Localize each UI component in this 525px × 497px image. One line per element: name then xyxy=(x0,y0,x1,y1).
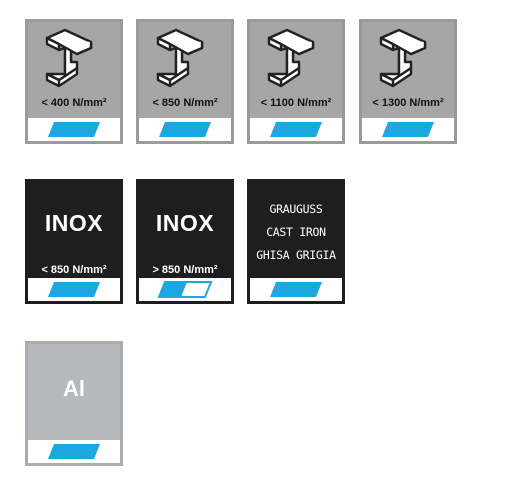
cast-iron-labels: GRAUGUSS CAST IRON GHISA GRIGIA xyxy=(250,198,342,267)
strength-label: < 850 N/mm² xyxy=(152,97,218,109)
selection-strip xyxy=(28,440,120,463)
i-beam-icon xyxy=(45,28,93,88)
half-filled-parallelogram-marker xyxy=(157,281,213,298)
material-tile-steel-1300[interactable]: < 1300 N/mm² xyxy=(359,19,457,144)
selection-strip xyxy=(250,278,342,301)
material-tile-steel-1100[interactable]: < 1100 N/mm² xyxy=(247,19,345,144)
material-tile-steel-850[interactable]: < 850 N/mm² xyxy=(136,19,234,144)
strength-label: < 850 N/mm² xyxy=(41,264,107,276)
parallelogram-marker xyxy=(382,122,434,137)
strength-label: < 1300 N/mm² xyxy=(372,97,444,109)
cast-iron-label-en: CAST IRON xyxy=(266,225,326,239)
selection-strip xyxy=(139,118,231,141)
strength-label: < 400 N/mm² xyxy=(41,97,107,109)
selection-strip xyxy=(250,118,342,141)
cast-iron-label-it: GHISA GRIGIA xyxy=(256,248,336,262)
strength-label: > 850 N/mm² xyxy=(152,264,218,276)
parallelogram-marker xyxy=(48,122,100,137)
selection-strip xyxy=(28,278,120,301)
material-tile-inox-below-850[interactable]: INOX < 850 N/mm² xyxy=(25,179,123,304)
i-beam-icon xyxy=(379,28,427,88)
selection-strip xyxy=(28,118,120,141)
material-tile-cast-iron[interactable]: GRAUGUSS CAST IRON GHISA GRIGIA xyxy=(247,179,345,304)
parallelogram-marker xyxy=(48,282,100,297)
material-tile-steel-400[interactable]: < 400 N/mm² xyxy=(25,19,123,144)
parallelogram-marker xyxy=(48,444,100,459)
material-tile-inox-above-850[interactable]: INOX > 850 N/mm² xyxy=(136,179,234,304)
selection-strip xyxy=(139,278,231,301)
parallelogram-marker xyxy=(159,122,211,137)
material-tile-aluminium[interactable]: Al xyxy=(25,341,123,466)
i-beam-icon xyxy=(156,28,204,88)
selection-strip xyxy=(362,118,454,141)
i-beam-icon xyxy=(267,28,315,88)
parallelogram-marker xyxy=(270,122,322,137)
parallelogram-marker xyxy=(270,282,322,297)
material-title: INOX xyxy=(155,210,215,236)
strength-label: < 1100 N/mm² xyxy=(260,97,332,109)
material-title: Al xyxy=(63,376,85,401)
cast-iron-label-de: GRAUGUSS xyxy=(269,202,323,216)
material-title: INOX xyxy=(44,210,104,236)
